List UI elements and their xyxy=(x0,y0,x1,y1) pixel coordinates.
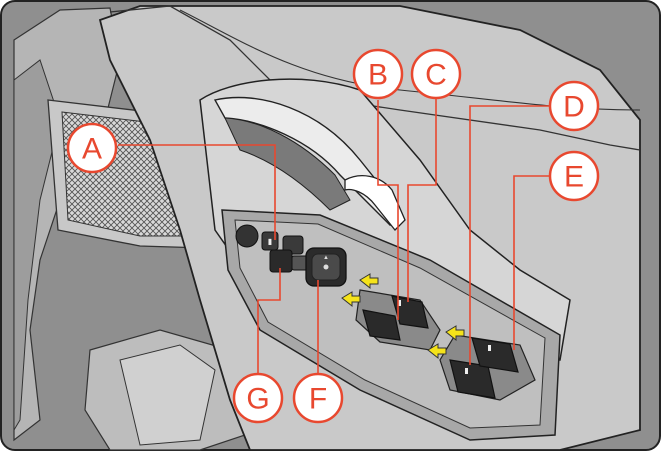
callout-c: C xyxy=(410,48,462,100)
callout-g: G xyxy=(232,372,284,424)
lock-switch-g[interactable] xyxy=(269,249,293,273)
callout-e-label: E xyxy=(564,161,584,194)
mirror-fold-button[interactable] xyxy=(261,231,279,251)
arrow-icon xyxy=(359,273,379,290)
leader-d xyxy=(469,105,550,365)
callout-d: D xyxy=(548,80,600,132)
svg-text:▲: ▲ xyxy=(323,255,329,261)
callout-g-label: G xyxy=(246,383,269,416)
leader-lines xyxy=(118,98,550,375)
door-lever xyxy=(344,175,406,231)
rear-left-switch[interactable] xyxy=(449,359,496,399)
callout-b-label: B xyxy=(368,59,388,92)
switch-indicator xyxy=(398,300,401,306)
arrow-icon xyxy=(427,343,447,360)
power-window-switch-icon[interactable] xyxy=(362,309,401,341)
arrow-group-rear xyxy=(427,325,465,360)
leader-e xyxy=(513,175,550,350)
callout-e: E xyxy=(548,150,600,202)
car-pillar xyxy=(13,59,61,432)
callout-d-label: D xyxy=(563,91,585,124)
callout-a: A xyxy=(66,122,118,174)
callout-f: F xyxy=(292,372,344,424)
handle-recess xyxy=(224,117,351,211)
callout-b: B xyxy=(352,48,404,100)
leader-g xyxy=(257,268,281,375)
arrow-icon xyxy=(341,291,361,308)
rear-right-switch[interactable] xyxy=(471,337,519,373)
callout-f-label: F xyxy=(309,383,327,416)
arrow-icon xyxy=(445,325,465,342)
callout-a-label: A xyxy=(82,133,102,166)
leader-a xyxy=(118,144,276,240)
svg-text:▮: ▮ xyxy=(268,237,272,246)
rear-indicator xyxy=(465,368,468,374)
leader-b xyxy=(377,100,399,320)
round-knob[interactable] xyxy=(235,224,259,248)
callout-c-label: C xyxy=(425,59,447,92)
arrow-group-front xyxy=(341,273,379,308)
seat-side xyxy=(119,344,216,446)
mirror-control-center xyxy=(323,264,329,270)
rear-indicator-2 xyxy=(488,345,491,351)
leader-c xyxy=(407,98,437,302)
